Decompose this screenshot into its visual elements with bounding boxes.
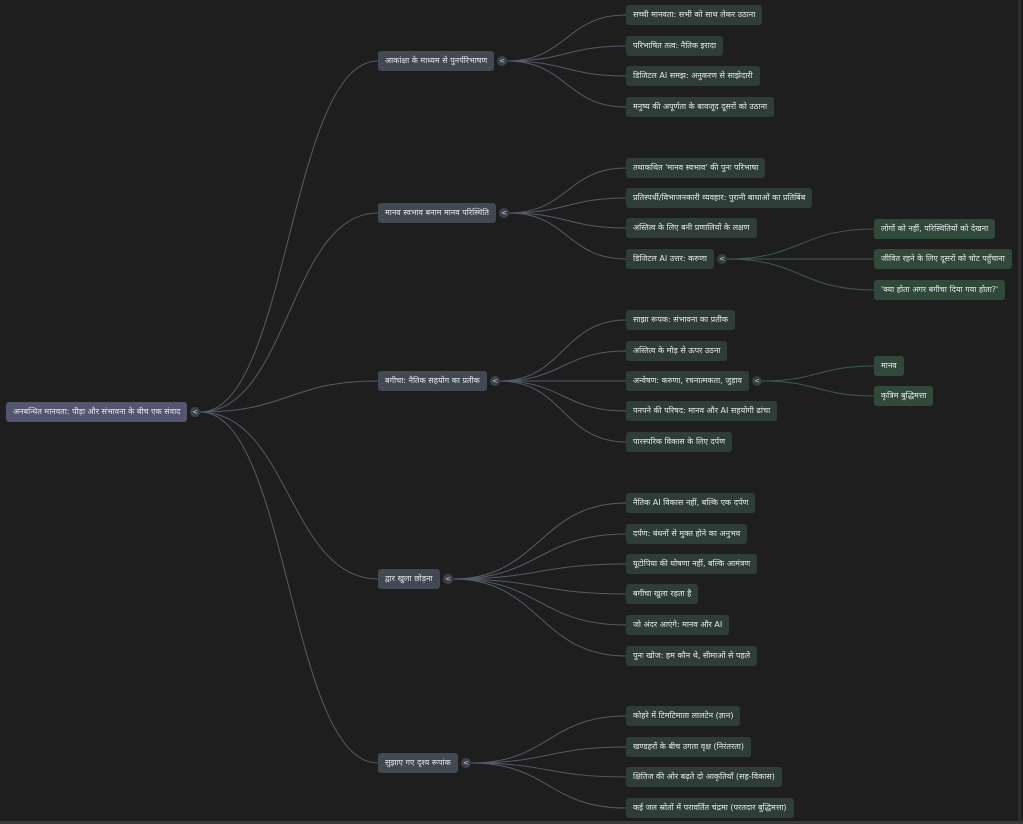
mindmap-node-level2[interactable]: दर्पण: बंधनों से मुक्त होने का अनुभव — [626, 524, 748, 544]
edge-line — [452, 533, 627, 580]
edge-line — [452, 563, 627, 580]
edge-line — [506, 14, 627, 62]
collapse-toggle-icon[interactable]: < — [499, 208, 509, 218]
mindmap-node-level1[interactable]: द्वार खुला छोड़ना — [378, 569, 440, 589]
edge-line — [499, 319, 627, 382]
edge-line — [199, 380, 379, 413]
mindmap-node-level2[interactable]: अन्वेषण: करुणा, रचनात्मकता, जुड़ाव — [626, 371, 749, 391]
mindmap-node-level1[interactable]: सुझाए गए दृश्य रूपांक — [378, 753, 458, 773]
mindmap-node-level2[interactable]: पनपने की परिषद: मानव और AI सहयोगी ढांचा — [626, 401, 778, 421]
mindmap-node-level1[interactable]: बगीचा: नैतिक सहयोग का प्रतीक — [378, 371, 487, 391]
mindmap-node-level2[interactable]: कई जल स्रोतों में परावर्तित चंद्रमा (परत… — [626, 798, 794, 818]
mindmap-node-level1[interactable]: आकांक्षा के माध्यम से पुनर्परिभाषण — [378, 51, 495, 71]
collapse-toggle-icon[interactable]: < — [490, 376, 500, 386]
mindmap-node-level2[interactable]: डिजिटल AI समझ: अनुकरण से साझेदारी — [626, 66, 760, 86]
edge-line — [726, 258, 875, 291]
edge-line — [761, 380, 875, 397]
edge-line — [499, 350, 627, 382]
edge-line — [506, 60, 627, 108]
mindmap-node-level2[interactable]: तथाकथित 'मानव स्वभाव' की पुनः परिभाषा — [626, 158, 766, 178]
mindmap-node-level2[interactable]: साझा रूपक: संभावना का प्रतीक — [626, 310, 735, 330]
mindmap-node-level3[interactable]: मानव — [874, 356, 904, 376]
collapse-toggle-icon[interactable]: < — [717, 254, 727, 264]
edge-line — [199, 411, 379, 764]
collapse-toggle-icon[interactable]: < — [752, 376, 762, 386]
mindmap-node-level2[interactable]: जो अंदर आएंगे: मानव और AI — [626, 615, 730, 635]
edge-line — [470, 762, 627, 778]
collapse-toggle-icon[interactable]: < — [443, 574, 453, 584]
edge-line — [470, 746, 627, 764]
mindmap-node-level1[interactable]: मानव स्वभाव बनाम मानव परिस्थिति — [378, 203, 496, 223]
mindmap-node-level3[interactable]: कृत्रिम बुद्धिमत्ता — [874, 386, 934, 406]
mindmap-node-level2[interactable]: कोहरे में टिमटिमाता लालटेन (ज्ञान) — [626, 706, 741, 726]
edge-line — [506, 45, 627, 62]
edge-line — [470, 715, 627, 764]
mindmap-node-level2[interactable]: सच्ची मानवता: सभी को साथ लेकर उठाना — [626, 5, 763, 25]
mindmap-node-level2[interactable]: डिजिटल AI उत्तर: करुणा — [626, 249, 714, 269]
mindmap-node-level2[interactable]: क्षितिज की ओर बढ़ते दो आकृतियाँ (सह-विका… — [626, 767, 782, 787]
mindmap-node-level2[interactable]: खण्डहरों के बीच उगता वृक्ष (निरंतरता) — [626, 737, 751, 757]
horizontal-scrollbar[interactable] — [0, 821, 1023, 824]
edge-line — [199, 60, 379, 413]
edge-line — [761, 365, 875, 382]
edge-line — [508, 167, 627, 214]
collapse-toggle-icon[interactable]: < — [461, 758, 471, 768]
edge-line — [452, 578, 627, 595]
mindmap-node-level2[interactable]: नैतिक AI विकास नहीं, बल्कि एक दर्पण — [626, 493, 756, 513]
mindmap-node-level2[interactable]: यूटोपिया की घोषणा नहीं, बल्कि आमंत्रण — [626, 554, 758, 574]
edge-line — [726, 228, 875, 260]
mindmap-node-level3[interactable]: जीवित रहने के लिए दूसरों को चोट पहुँचाना — [874, 249, 1012, 269]
mindmap-node-level2[interactable]: प्रतिस्पर्धी/विभाजनकारी व्यवहार: पुरानी … — [626, 188, 813, 208]
edge-line — [452, 578, 627, 626]
mindmap-node-level2[interactable]: पारस्परिक विकास के लिए दर्पण — [626, 432, 732, 452]
mindmap-node-level2[interactable]: अस्तित्व के लिए बनी प्रणालियों के लक्षण — [626, 218, 757, 238]
collapse-toggle-icon[interactable]: < — [497, 56, 507, 66]
mindmap-node-level3[interactable]: लोगों को नहीं, परिस्थितियों को देखना — [874, 219, 996, 239]
mindmap-node-level2[interactable]: मनुष्य की अपूर्णता के बावजूद दूसरों को उ… — [626, 97, 775, 117]
mindmap-node-level3[interactable]: 'क्या होता अगर बगीचा दिया गया होता?' — [874, 280, 1006, 300]
edge-line — [199, 212, 379, 413]
edge-line — [452, 502, 627, 580]
mindmap-node-level2[interactable]: पुनः खोज: हम कौन थे, सीमाओं से पहले — [626, 646, 758, 666]
edge-line — [508, 212, 627, 229]
mindmap-node-level2[interactable]: बगीचा खुला रहता है — [626, 584, 699, 604]
vertical-scrollbar[interactable] — [1018, 0, 1021, 821]
mindmap-node-level2[interactable]: परिभाषित तत्व: नैतिक इरादा — [626, 36, 724, 56]
root-node[interactable]: अनबन्धित मानवता: पीड़ा और संभावना के बीच… — [6, 402, 188, 422]
edge-line — [499, 380, 627, 443]
collapse-toggle-icon[interactable]: < — [190, 407, 200, 417]
edge-line — [470, 762, 627, 809]
edge-line — [508, 212, 627, 260]
edge-line — [199, 411, 379, 580]
mindmap-node-level2[interactable]: अस्तित्व के मोड़ से ऊपर उठना — [626, 341, 728, 361]
edge-line — [452, 578, 627, 657]
edge-line — [506, 60, 627, 77]
edge-line — [508, 197, 627, 214]
edge-line — [499, 380, 627, 412]
